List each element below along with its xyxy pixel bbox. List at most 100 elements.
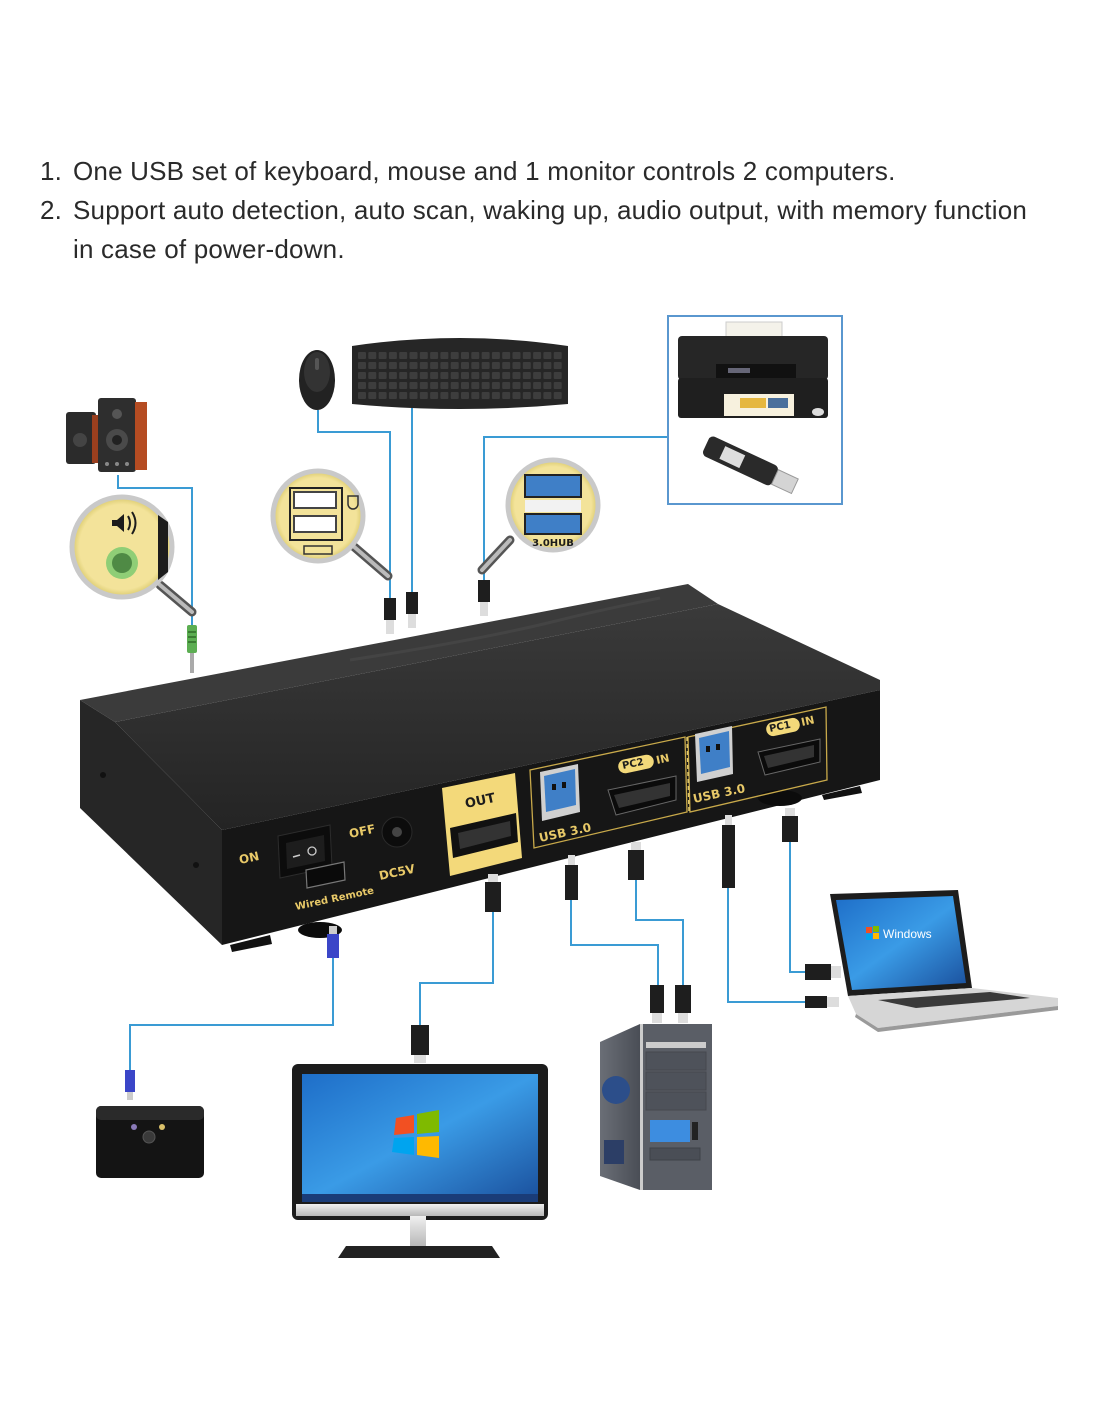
- laptop-brand: Windows: [883, 927, 932, 941]
- keyboard-key: [430, 352, 439, 359]
- keyboard-key: [430, 372, 439, 379]
- keyboard-key: [502, 382, 511, 389]
- keyboard-key: [471, 392, 480, 399]
- keyboard-key: [388, 362, 397, 369]
- monitor-icon: [292, 1064, 548, 1258]
- keyboard-key: [481, 382, 490, 389]
- speakers-icon: [66, 398, 147, 472]
- keyboard-key: [471, 382, 480, 389]
- keyboard-key: [461, 362, 469, 369]
- keyboard-key: [461, 382, 469, 389]
- keyboard-key: [533, 382, 542, 389]
- keyboard-key: [378, 352, 387, 359]
- usb-port-magnifier: [270, 468, 393, 581]
- keyboard-key: [461, 352, 469, 359]
- windows-logo: [392, 1110, 439, 1158]
- pc1-in-badge: PC1 IN: [766, 713, 816, 737]
- keyboard-key: [533, 372, 542, 379]
- pc1-hdmi-cable: [789, 842, 805, 973]
- keyboard-key: [553, 392, 562, 399]
- keyboard-key: [368, 372, 377, 379]
- keyboard-key: [543, 352, 552, 359]
- audio-jack-magnifier: [69, 494, 197, 617]
- keyboard-key: [409, 392, 418, 399]
- connector-plugs: [125, 808, 841, 1100]
- cables: [117, 408, 805, 1075]
- pc1-usb-port[interactable]: [695, 726, 733, 782]
- keyboard-key: [368, 362, 377, 369]
- keyboard-key: [491, 392, 500, 399]
- remote-cable: [129, 958, 334, 1075]
- keyboard-icon: [352, 338, 568, 409]
- keyboard-key: [440, 372, 449, 379]
- keyboard-key: [512, 352, 521, 359]
- keyboard-key: [533, 352, 542, 359]
- keyboard-key: [450, 372, 459, 379]
- keyboard-key: [522, 372, 531, 379]
- keyboard-key: [388, 352, 397, 359]
- keyboard-key: [368, 392, 377, 399]
- hdmi-out-label: OUT: [464, 791, 497, 812]
- laptop-windows-logo: [866, 926, 879, 940]
- keyboard-key: [481, 392, 490, 399]
- keyboard-key: [471, 362, 480, 369]
- pc2-hdmi-cable: [635, 880, 684, 985]
- pc2-badge-text: PC2: [621, 757, 644, 772]
- keyboard-key: [368, 382, 377, 389]
- wired-remote-device: [96, 1106, 204, 1178]
- keyboard-key: [409, 372, 418, 379]
- dc-power-jack[interactable]: [381, 816, 413, 848]
- keyboard-key: [399, 392, 408, 399]
- feature-item: 1. One USB set of keyboard, mouse and 1 …: [40, 152, 1040, 191]
- keyboard-key: [543, 372, 552, 379]
- keyboard-key: [553, 372, 562, 379]
- keyboard-key: [409, 382, 418, 389]
- pc2-in-label: IN: [655, 751, 671, 766]
- keyboard-key: [378, 382, 387, 389]
- keyboard-key: [450, 352, 459, 359]
- keyboard-key: [358, 382, 366, 389]
- hdmi-out-port[interactable]: [442, 773, 522, 876]
- pc1-hdmi-port[interactable]: [757, 738, 821, 776]
- keyboard-key: [543, 392, 552, 399]
- keyboard-key: [522, 392, 531, 399]
- keyboard-key: [399, 372, 408, 379]
- keyboard-key: [512, 382, 521, 389]
- keyboard-key: [378, 372, 387, 379]
- keyboard-key: [491, 362, 500, 369]
- audio-plug-icon: [187, 625, 197, 673]
- keyboard-key: [502, 392, 511, 399]
- keyboard-key: [440, 392, 449, 399]
- audio-cable: [117, 475, 193, 640]
- kvm-switch: ON OFF DC5V Wired Remote OUT: [80, 584, 880, 952]
- wired-remote-port[interactable]: [305, 861, 346, 889]
- keyboard-key: [409, 352, 418, 359]
- keyboard-key: [512, 372, 521, 379]
- keyboard-key: [533, 362, 542, 369]
- feature-list: 1. One USB set of keyboard, mouse and 1 …: [40, 152, 1040, 269]
- keyboard-key: [522, 362, 531, 369]
- keyboard-key: [419, 372, 428, 379]
- keyboard-key: [419, 392, 428, 399]
- keyboard-key: [471, 352, 480, 359]
- desktop-tower-icon: [600, 1024, 712, 1190]
- feature-number: 1.: [40, 156, 63, 186]
- pc2-usb-port[interactable]: [540, 764, 580, 821]
- keyboard-key: [378, 392, 387, 399]
- pc1-badge-text: PC1: [768, 720, 791, 735]
- pc2-in-badge: PC2 IN: [618, 751, 671, 774]
- power-off-label: OFF: [348, 822, 377, 841]
- keyboard-key: [358, 392, 366, 399]
- keyboard-key: [419, 352, 428, 359]
- keyboard-key: [358, 372, 366, 379]
- peripheral-frame: [667, 315, 843, 505]
- keyboard-key: [399, 382, 408, 389]
- keyboard-key: [522, 352, 531, 359]
- keyboard-key: [543, 382, 552, 389]
- power-on-label: ON: [238, 849, 261, 867]
- pc2-hdmi-port[interactable]: [607, 775, 677, 816]
- keyboard-key: [512, 362, 521, 369]
- pc1-in-label: IN: [800, 713, 816, 728]
- keyboard-key: [388, 392, 397, 399]
